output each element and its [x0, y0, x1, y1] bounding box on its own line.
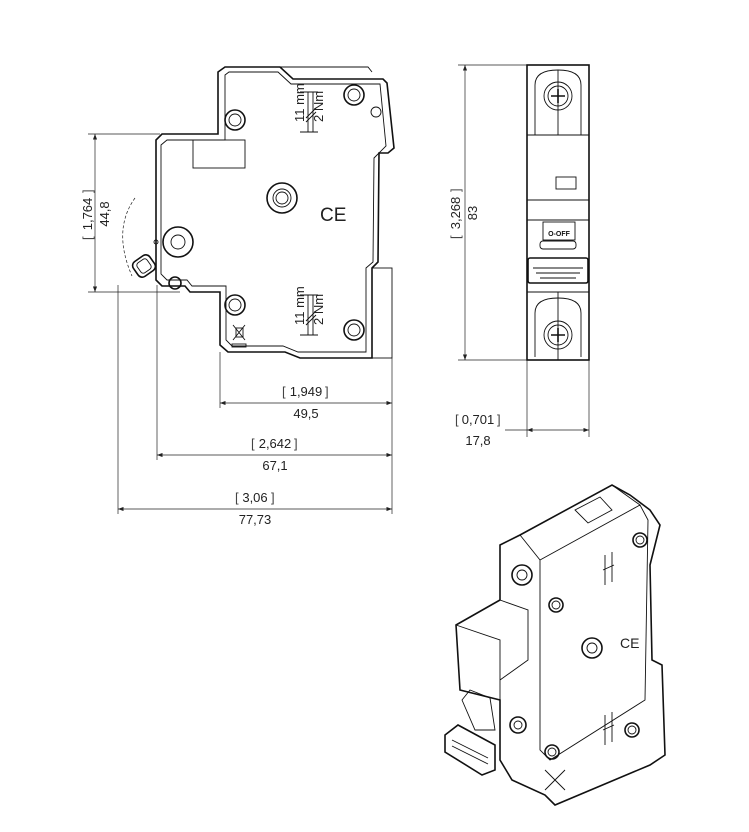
svg-text:0,701: 0,701: [462, 412, 495, 427]
svg-text:2 Nm: 2 Nm: [311, 294, 326, 325]
svg-text:11 mm: 11 mm: [292, 83, 307, 122]
svg-text:3,268: 3,268: [448, 197, 463, 230]
dimension-lines-front: [458, 64, 590, 437]
front-view: O-OFF: [526, 64, 590, 361]
svg-text:83: 83: [465, 206, 480, 220]
svg-text:CE: CE: [620, 635, 639, 651]
dimension-labels-front: 3,268 83 [] 0,701 [] 17,8: [448, 188, 501, 448]
torque-mark-bottom: 11 mm 2 Nm: [292, 286, 326, 336]
svg-text:O-OFF: O-OFF: [548, 231, 570, 238]
svg-text:[: [: [282, 384, 286, 399]
svg-text:]: ]: [294, 436, 298, 451]
terminal-screw-bottom: [534, 292, 582, 360]
isometric-view: CE: [444, 484, 666, 806]
svg-text:11 mm: 11 mm: [292, 286, 307, 325]
svg-text:[: [: [251, 436, 255, 451]
svg-text:67,1: 67,1: [262, 458, 287, 473]
svg-text:]: ]: [497, 412, 501, 427]
side-view: 11 mm 2 Nm 11 mm 2 Nm CE: [122, 66, 395, 359]
ce-mark: CE: [320, 205, 346, 226]
svg-text:2 Nm: 2 Nm: [311, 91, 326, 122]
dimension-lines-side: [88, 133, 393, 514]
svg-text:17,8: 17,8: [465, 433, 490, 448]
svg-text:[: [: [235, 490, 239, 505]
svg-text:3,06: 3,06: [242, 490, 267, 505]
svg-text:[: [: [448, 235, 463, 239]
torque-mark-top: 11 mm 2 Nm: [292, 83, 326, 133]
terminal-screw-top: [534, 69, 582, 135]
dimension-labels-side: 1,764 44,8 [] 1,949 [] 49,5 2,642 [] 67,…: [80, 189, 329, 527]
weee-symbol: [231, 324, 247, 348]
svg-text:[: [: [80, 236, 95, 240]
svg-text:1,764: 1,764: [80, 198, 95, 231]
mounting-holes: [153, 84, 382, 341]
toggle-lever: [131, 254, 157, 278]
toggle-switch: O-OFF: [527, 221, 589, 284]
svg-text:]: ]: [325, 384, 329, 399]
svg-text:]: ]: [271, 490, 275, 505]
svg-text:]: ]: [80, 189, 95, 193]
svg-text:]: ]: [448, 188, 463, 192]
svg-text:77,73: 77,73: [239, 512, 272, 527]
svg-text:44,8: 44,8: [97, 201, 112, 226]
iso-toggle: [444, 689, 496, 776]
svg-text:[: [: [455, 412, 459, 427]
svg-text:2,642: 2,642: [259, 436, 292, 451]
svg-text:49,5: 49,5: [293, 406, 318, 421]
svg-text:1,949: 1,949: [290, 384, 323, 399]
